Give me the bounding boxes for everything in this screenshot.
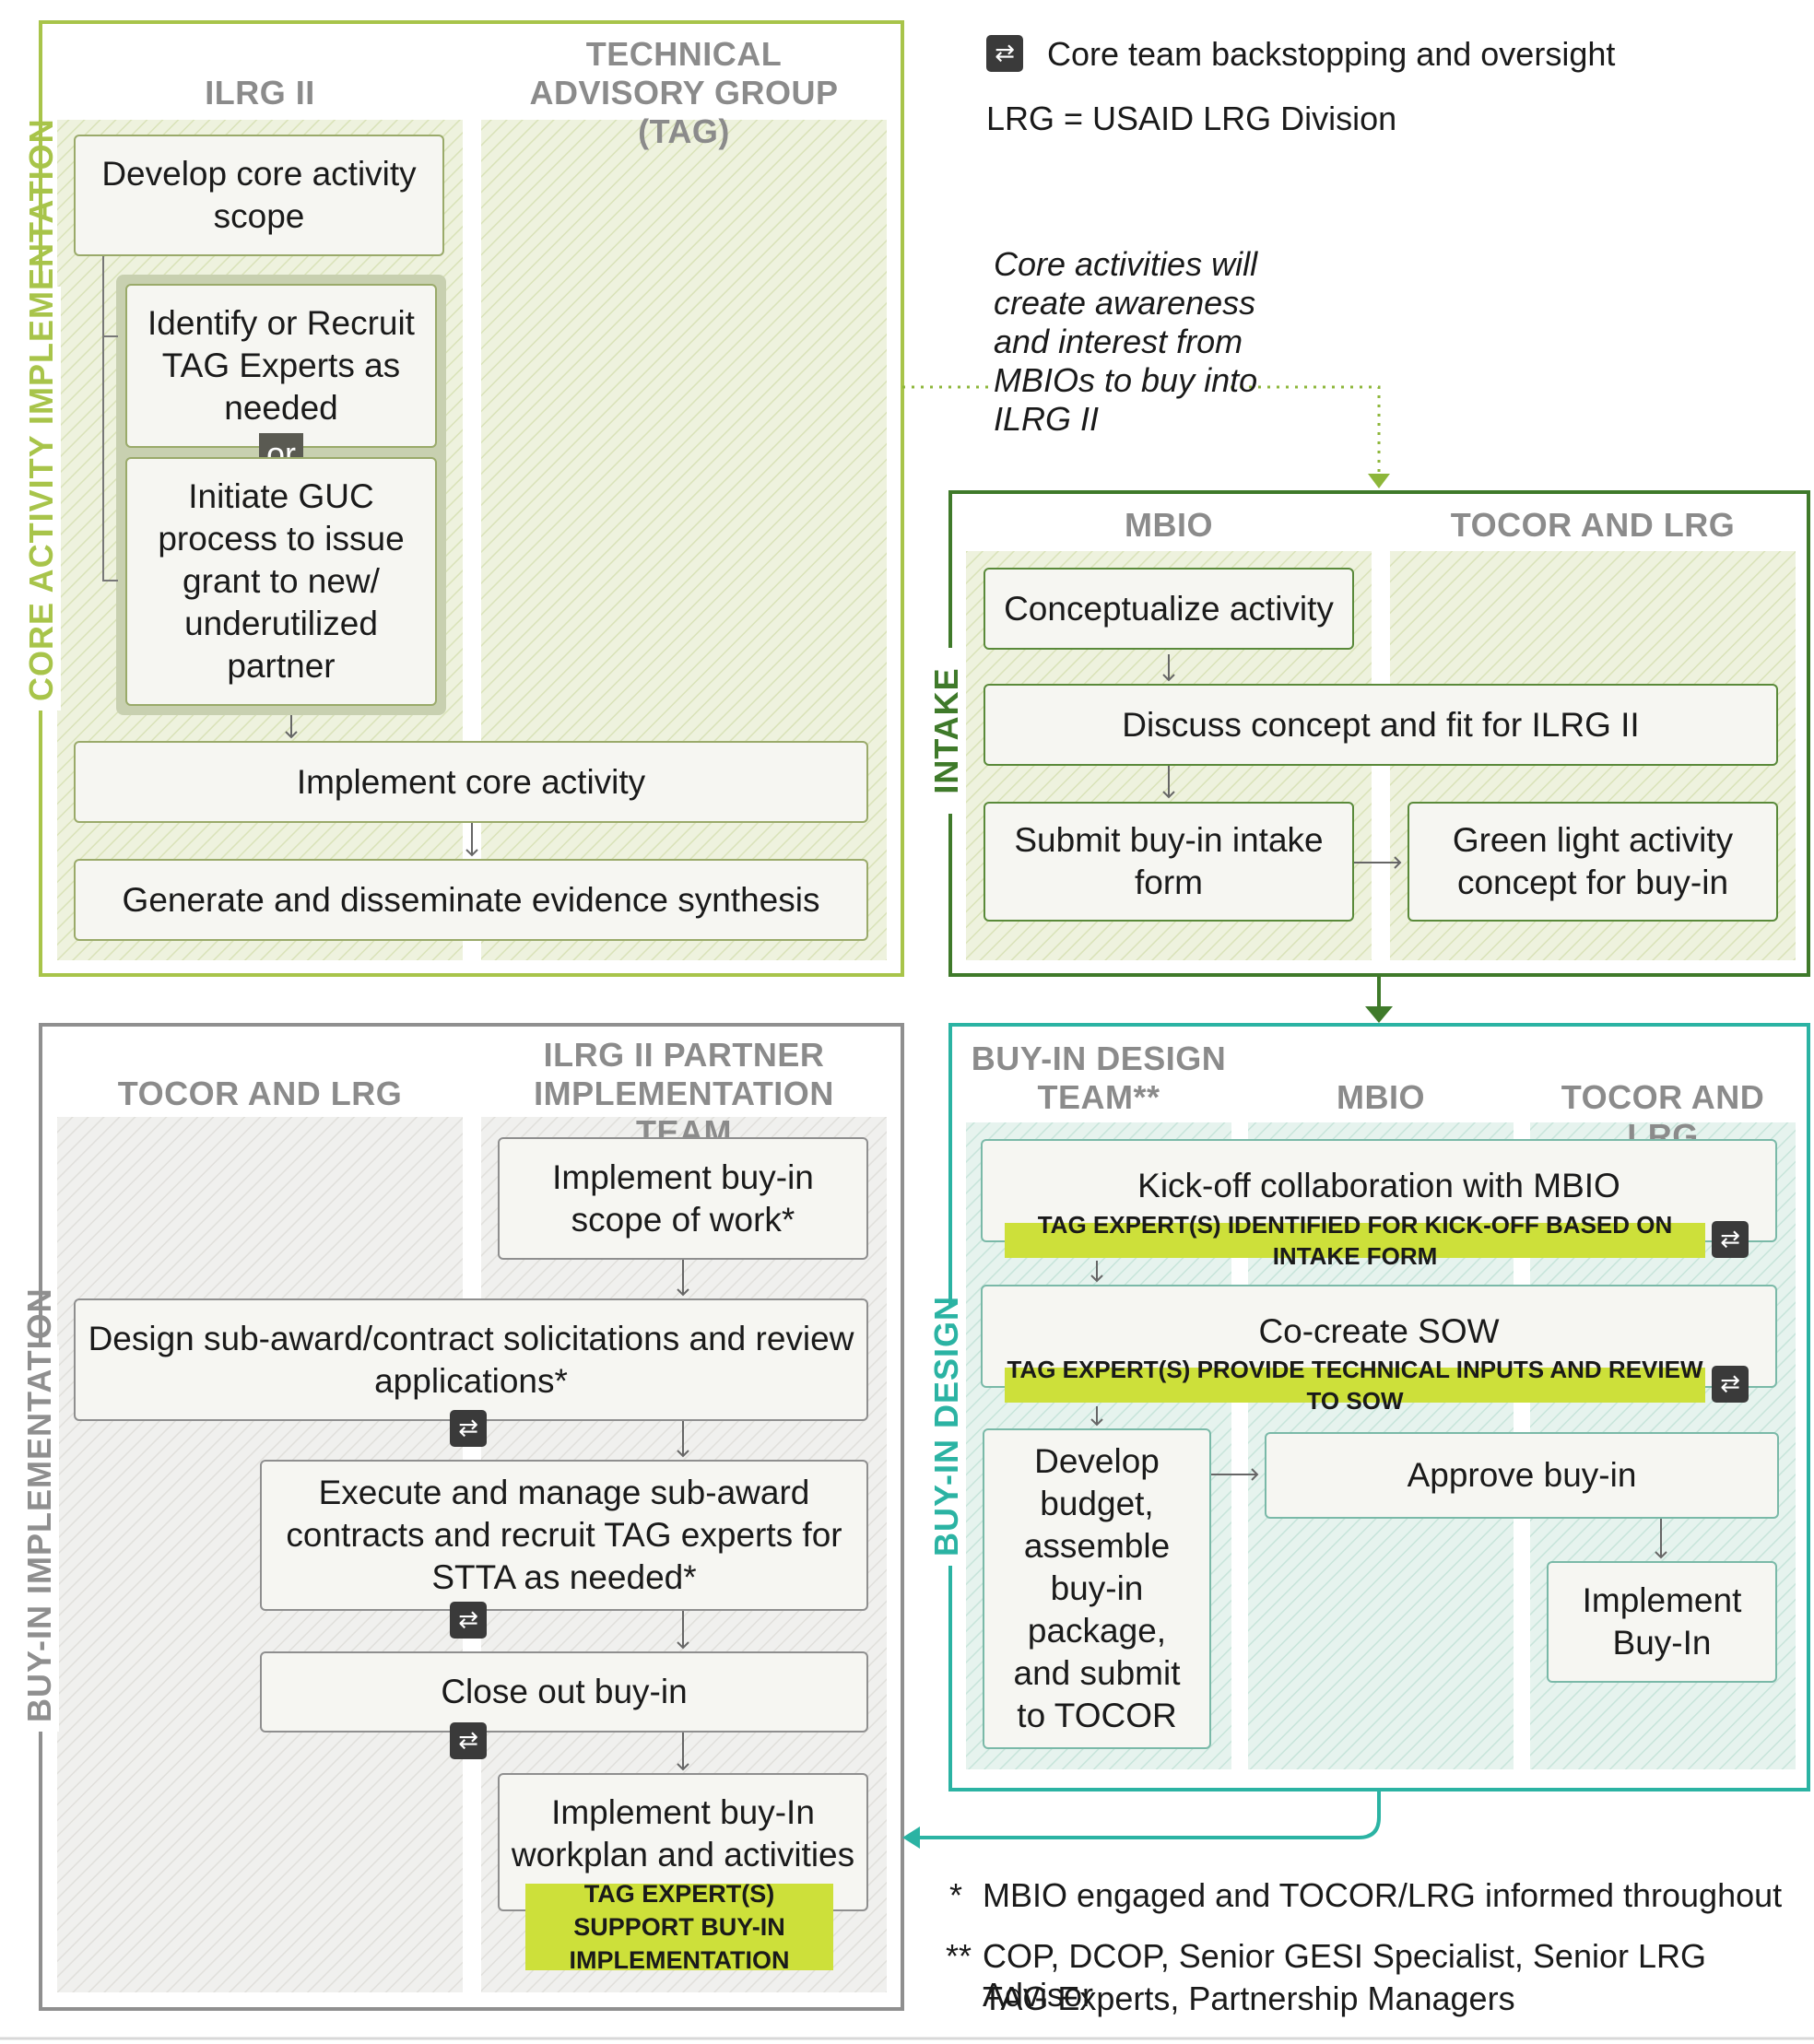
cocreate-badge: TAG EXPERT(S) PROVIDE TECHNICAL INPUTS A…	[1005, 1356, 1705, 1415]
approve-buyin-box: Approve buy-in	[1265, 1432, 1779, 1519]
execute-subaward-box: Execute and manage sub-award contracts a…	[260, 1460, 868, 1611]
footnote-2-line1: COP, DCOP, Senior GESI Specialist, Senio…	[983, 1937, 1707, 2014]
conceptualize-activity-box: Conceptualize activity	[984, 568, 1354, 650]
support-badge: TAG EXPERT(S) SUPPORT BUY-IN IMPLEMENTAT…	[525, 1880, 833, 1974]
footnote-2-mark: **	[946, 1937, 972, 1975]
initiate-guc-box: Initiate GUC process to issue grant to n…	[125, 457, 437, 706]
backstopping-cycle-icon: ⇄	[986, 35, 1023, 72]
cocreate-label: Co-create SOW	[1258, 1312, 1500, 1350]
dotted-connector	[902, 385, 1381, 479]
implement-core-activity-box: Implement core activity	[74, 741, 868, 823]
design-side-label: BUY-IN DESIGN	[927, 1296, 966, 1566]
core-col-tag-header: TECHNICAL ADVISORY GROUP (TAG)	[529, 35, 839, 150]
core-bracket	[102, 256, 118, 581]
impl-side-label: BUY-IN IMPLEMENTATION	[20, 1287, 59, 1732]
implement-buyin-box: Implement Buy-In	[1547, 1561, 1777, 1683]
cocreate-backstop-icon: ⇄	[1712, 1366, 1749, 1403]
evidence-synthesis-box: Generate and disseminate evidence synthe…	[74, 859, 868, 941]
design-col-mbio-header: MBIO	[1337, 1078, 1425, 1116]
design-col-team-header: BUY-IN DESIGN TEAM**	[971, 1040, 1227, 1116]
core-col-tag-bg	[481, 120, 887, 960]
legend-icon-label: Core team backstopping and oversight	[1047, 35, 1616, 73]
develop-core-scope-box: Develop core activity scope	[74, 135, 444, 256]
intake-col-tocor-header: TOCOR AND LRG	[1450, 506, 1736, 544]
footnote-1-mark: *	[949, 1876, 963, 1914]
identify-tag-experts-box: Identify or Recruit TAG Experts as neede…	[125, 284, 437, 448]
implement-scope-box: Implement buy-in scope of work*	[498, 1137, 868, 1260]
submit-intake-form-box: Submit buy-in intake form	[984, 802, 1354, 922]
core-col-ilrg-header: ILRG II	[205, 74, 315, 112]
discuss-concept-box: Discuss concept and fit for ILRG II	[984, 684, 1778, 766]
footnote-1: MBIO engaged and TOCOR/LRG informed thro…	[983, 1876, 1783, 1914]
intake-col-mbio-header: MBIO	[1125, 506, 1213, 544]
closeout-box: Close out buy-in	[260, 1651, 868, 1733]
impl-col-partner-header: ILRG II PARTNER IMPLEMENTATION TEAM	[534, 1036, 834, 1151]
intake-side-label: INTAKE	[927, 648, 966, 814]
kickoff-badge: TAG EXPERT(S) IDENTIFIED FOR KICK-OFF BA…	[1005, 1211, 1705, 1270]
impl-col-tocor-header: TOCOR AND LRG	[117, 1075, 403, 1112]
design-solicitations-box: Design sub-award/contract solicitations …	[74, 1298, 868, 1421]
closeout-backstop-icon: ⇄	[450, 1722, 487, 1759]
execute-backstop-icon: ⇄	[450, 1602, 487, 1639]
kickoff-backstop-icon: ⇄	[1712, 1221, 1749, 1258]
green-light-box: Green light activity concept for buy-in	[1408, 802, 1778, 922]
solicit-backstop-icon: ⇄	[450, 1410, 487, 1447]
design-to-impl-arrow	[920, 1790, 1381, 1839]
design-col-tocor-header: TOCOR AND LRG	[1561, 1078, 1765, 1155]
legend-lrg-definition: LRG = USAID LRG Division	[986, 100, 1397, 137]
develop-budget-box: Develop budget, assemble buy-in package,…	[983, 1428, 1211, 1749]
kickoff-label: Kick-off collaboration with MBIO	[1137, 1167, 1620, 1204]
core-side-label: CORE ACTIVITY IMPLEMENTATION	[22, 118, 61, 711]
workplan-label: Implement buy-In workplan and activities	[511, 1793, 855, 1874]
footnote-2-line2: TAG Experts, Partnership Managers	[983, 1979, 1515, 2017]
connector-note: Core activities will create awareness an…	[994, 245, 1258, 438]
